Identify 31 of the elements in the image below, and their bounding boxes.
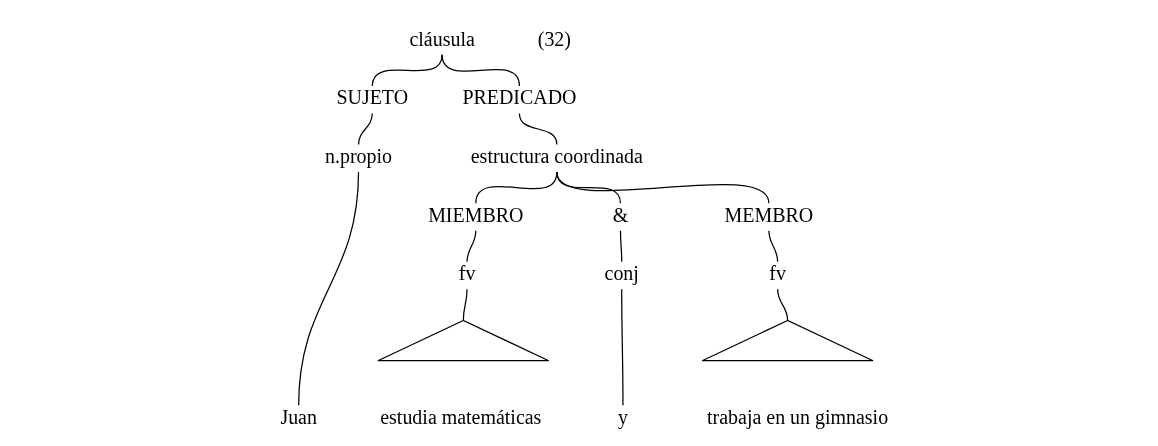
node-text: MIEMBRO [428, 203, 524, 226]
node-text: fv [769, 262, 786, 285]
node-text: & [612, 203, 629, 226]
node-text: estructura coordinada [470, 145, 643, 168]
connector [466, 230, 477, 263]
node-text: y [617, 405, 628, 428]
node-text: cláusula [409, 27, 475, 50]
connector [619, 230, 623, 263]
connector [777, 288, 789, 322]
connector [441, 54, 521, 87]
connector [556, 171, 770, 204]
connector [298, 171, 360, 406]
node-text: MEMBRO [724, 203, 814, 226]
node-triangle [701, 319, 874, 362]
connector [475, 171, 558, 204]
node-text: estudia matemáticas [380, 405, 542, 428]
node-text: fv [458, 262, 476, 285]
connector [768, 230, 779, 263]
connector [518, 112, 558, 146]
node-text: trabaja en un gimnasio [707, 405, 889, 428]
connector [371, 54, 443, 87]
connector [357, 112, 373, 146]
node-text: n.propio [325, 145, 393, 168]
node-text: PREDICADO [462, 86, 577, 109]
connector [621, 288, 624, 406]
node-text: Juan [280, 405, 317, 428]
node-text: SUJETO [336, 86, 409, 109]
node-triangle [377, 319, 550, 362]
connector [462, 288, 468, 322]
node-text: conj [604, 262, 639, 285]
label: (32) [537, 27, 571, 50]
